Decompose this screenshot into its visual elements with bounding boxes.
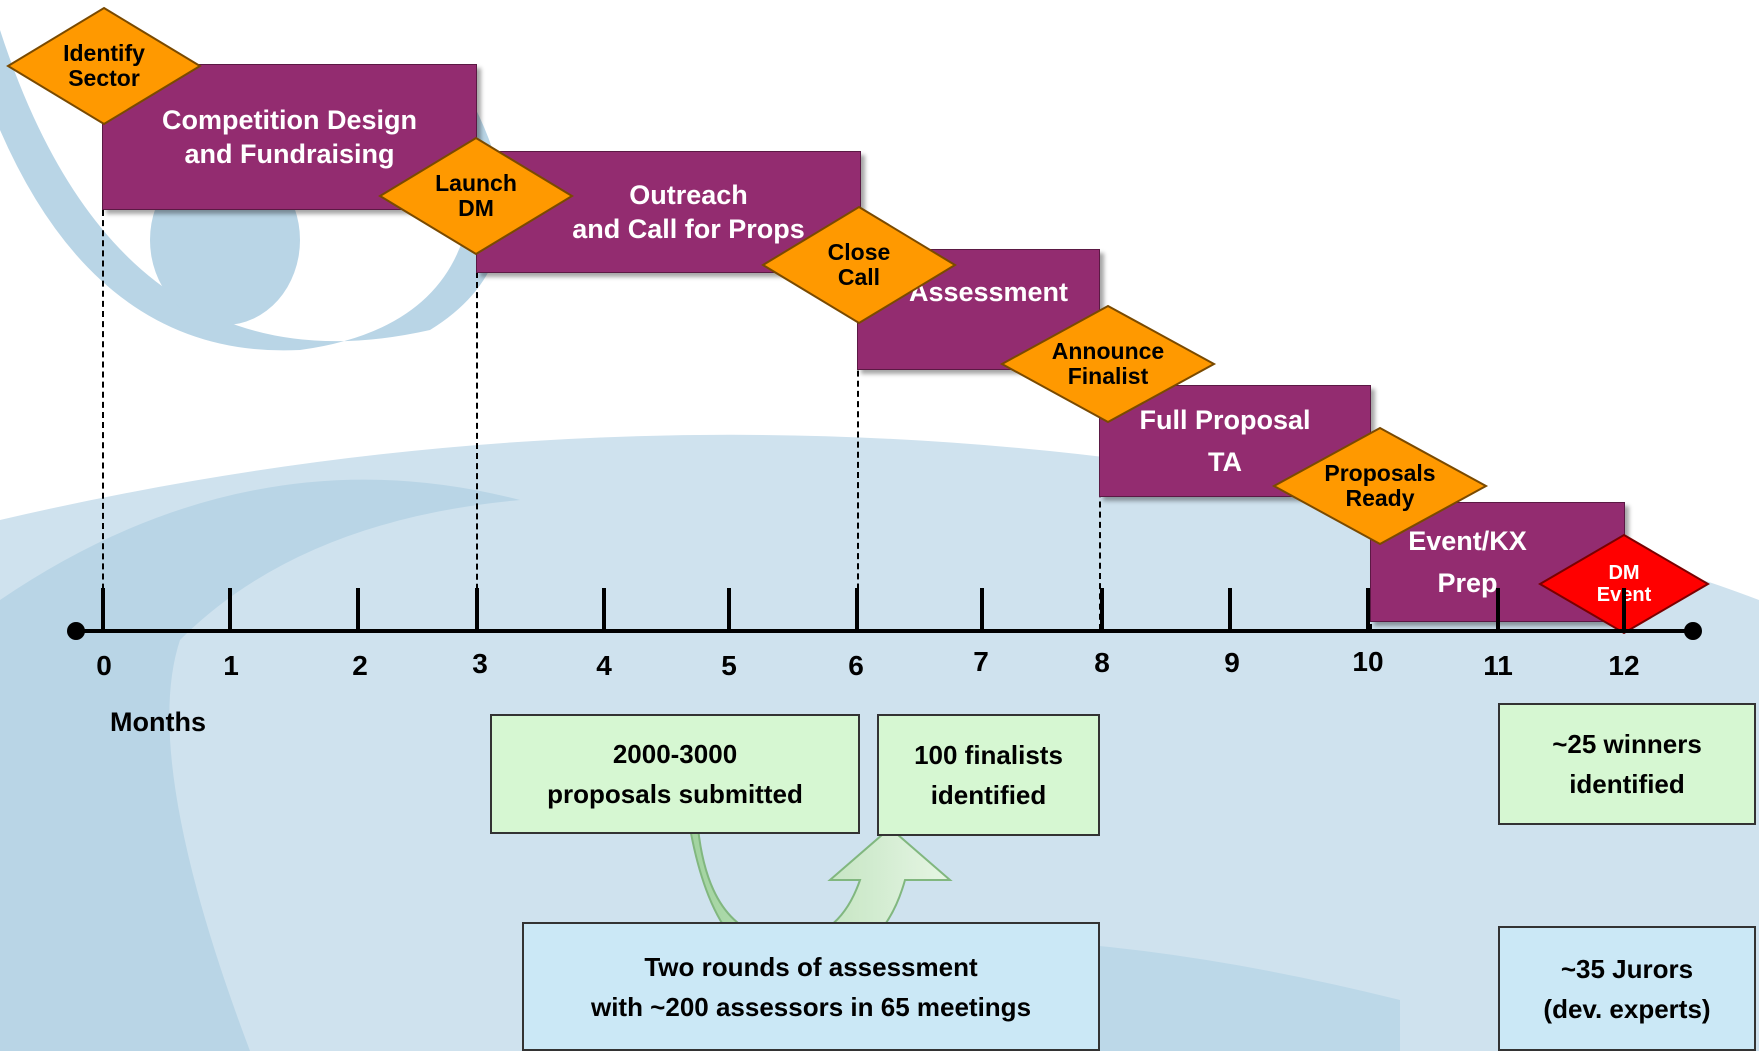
- timeline-axis: [74, 629, 1694, 633]
- tick-label-2: 2: [352, 650, 368, 681]
- tick-5: [727, 588, 731, 630]
- jurors-text: ~35 Jurors (dev. experts): [1543, 953, 1711, 1024]
- tick-label-9: 9: [1224, 647, 1240, 678]
- axis-end-dot: [1684, 622, 1702, 640]
- proposals-submitted-box: 2000-3000 proposals submitted: [490, 714, 860, 834]
- tick-label-6: 6: [848, 650, 864, 681]
- tick-label-5: 5: [721, 650, 737, 681]
- phase-label: Competition Design and Fundraising: [162, 105, 417, 169]
- tick-label-1: 1: [223, 650, 239, 681]
- tick-label-0: 0: [96, 650, 112, 681]
- tick-9: [1228, 588, 1232, 630]
- tick-3: [475, 588, 479, 630]
- assessment-rounds-text: Two rounds of assessment with ~200 asses…: [590, 951, 1032, 1022]
- phase-label: Assessment: [908, 276, 1069, 307]
- tick-4: [602, 588, 606, 630]
- tick-label-10: 10: [1352, 646, 1384, 677]
- axis-unit-label: Months: [110, 707, 206, 737]
- jurors-box: ~35 Jurors (dev. experts): [1498, 926, 1756, 1051]
- milestone-proposals-ready: Proposals Ready: [1271, 426, 1489, 546]
- phase-label: Event/KX Prep: [1408, 526, 1527, 598]
- tick-1: [228, 588, 232, 630]
- milestone-identify-sector: Identify Sector: [6, 6, 202, 126]
- tick-0: [101, 588, 105, 630]
- phase-label: Outreach and Call for Props: [572, 180, 805, 244]
- guide-line-month-8: [1099, 430, 1101, 630]
- milestone-announce-finalist: Announce Finalist: [999, 304, 1217, 424]
- tick-label-8: 8: [1094, 647, 1110, 678]
- tick-label-12: 12: [1608, 650, 1640, 681]
- winners-text: ~25 winners identified: [1552, 729, 1702, 799]
- tick-2: [356, 588, 360, 630]
- milestone-label: Announce Finalist: [1051, 338, 1165, 389]
- phase-label: Full Proposal TA: [1139, 405, 1311, 477]
- milestone-label: Identify Sector: [63, 40, 145, 91]
- axis-start-dot: [67, 622, 85, 640]
- milestone-label: Proposals Ready: [1324, 460, 1436, 511]
- tick-6: [855, 588, 859, 630]
- winners-box: ~25 winners identified: [1498, 703, 1756, 825]
- tick-label-7: 7: [973, 646, 989, 677]
- tick-label-11: 11: [1483, 650, 1513, 681]
- proposals-submitted-text: 2000-3000 proposals submitted: [547, 739, 803, 809]
- milestone-close-call: Close Call: [761, 205, 957, 325]
- guide-line-month-3: [476, 272, 478, 630]
- tick-8: [1100, 588, 1104, 630]
- tick-7: [980, 588, 984, 630]
- finalists-text: 100 finalists identified: [914, 740, 1063, 810]
- guide-line-month-0: [102, 210, 104, 630]
- tick-label-3: 3: [472, 648, 488, 679]
- assessment-rounds-box: Two rounds of assessment with ~200 asses…: [522, 922, 1100, 1051]
- tick-label-4: 4: [596, 650, 612, 681]
- guide-line-month-6: [857, 320, 859, 630]
- milestone-launch-dm: Launch DM: [378, 136, 574, 256]
- finalists-box: 100 finalists identified: [877, 714, 1100, 836]
- tick-12: [1622, 588, 1626, 630]
- milestone-dm-event: DM Event: [1538, 533, 1710, 635]
- tick-10: [1366, 588, 1370, 630]
- tick-11: [1496, 588, 1500, 630]
- milestone-label: Launch DM: [435, 170, 517, 221]
- milestone-label: Close Call: [827, 239, 891, 290]
